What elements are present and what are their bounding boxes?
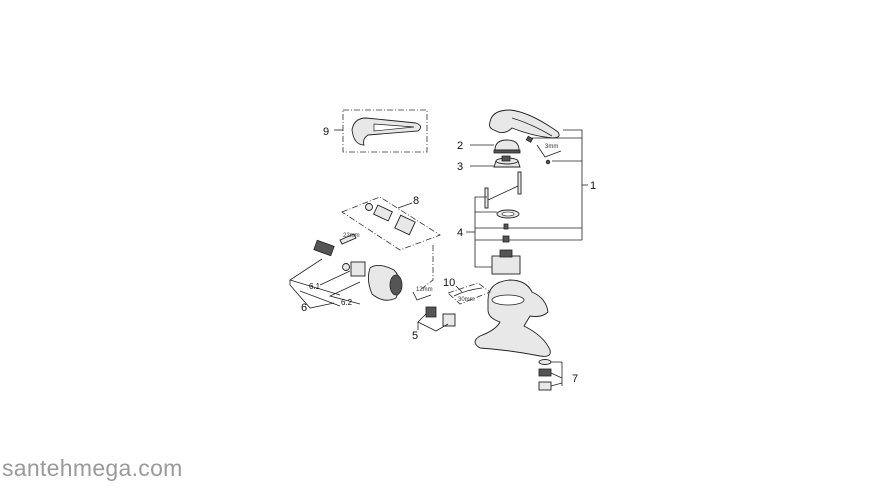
svg-text:12mm: 12mm xyxy=(416,287,433,293)
callout-6: 6 xyxy=(301,302,307,314)
callout-3: 3 xyxy=(457,161,463,173)
part-9-group: 9 xyxy=(323,109,428,153)
watermark: santehmega.com xyxy=(2,455,183,481)
svg-text:22mm: 22mm xyxy=(343,233,360,239)
callout-7: 7 xyxy=(572,373,578,385)
alt-handle xyxy=(351,117,421,146)
part-6-group: 22mm 6.1 6.2 6 xyxy=(289,233,403,314)
cartridge xyxy=(491,255,521,275)
hex-key-icon xyxy=(536,144,562,158)
callout-1-bracket: 1 xyxy=(505,129,596,241)
part-4-group: 4 xyxy=(457,171,522,275)
callout-5: 5 xyxy=(412,330,418,342)
callout-9: 9 xyxy=(323,126,329,138)
svg-text:30mm: 30mm xyxy=(458,297,475,303)
callout-4: 4 xyxy=(457,227,463,239)
svg-text:3mm: 3mm xyxy=(545,144,558,150)
callout-2: 2 xyxy=(457,140,463,152)
wrench-icon xyxy=(339,233,357,245)
callout-6-2: 6.2 xyxy=(341,298,353,307)
part-10-group: 30mm 10 xyxy=(443,277,491,305)
hex-key-icon xyxy=(412,291,432,301)
part-7-aerator: 7 xyxy=(538,359,578,391)
bolt xyxy=(517,171,522,195)
mixer-body xyxy=(474,279,551,357)
part-8-group: 8 xyxy=(341,195,441,291)
lever-handle: 3mm xyxy=(489,109,562,165)
part-9-box xyxy=(342,109,428,153)
callout-1: 1 xyxy=(590,180,596,192)
part-2-cap xyxy=(494,139,520,151)
callout-8: 8 xyxy=(413,195,419,207)
part-5-group: 5 xyxy=(412,306,456,342)
callout-10: 10 xyxy=(443,277,455,289)
bolt xyxy=(484,187,489,209)
callout-6-1: 6.1 xyxy=(309,282,321,291)
